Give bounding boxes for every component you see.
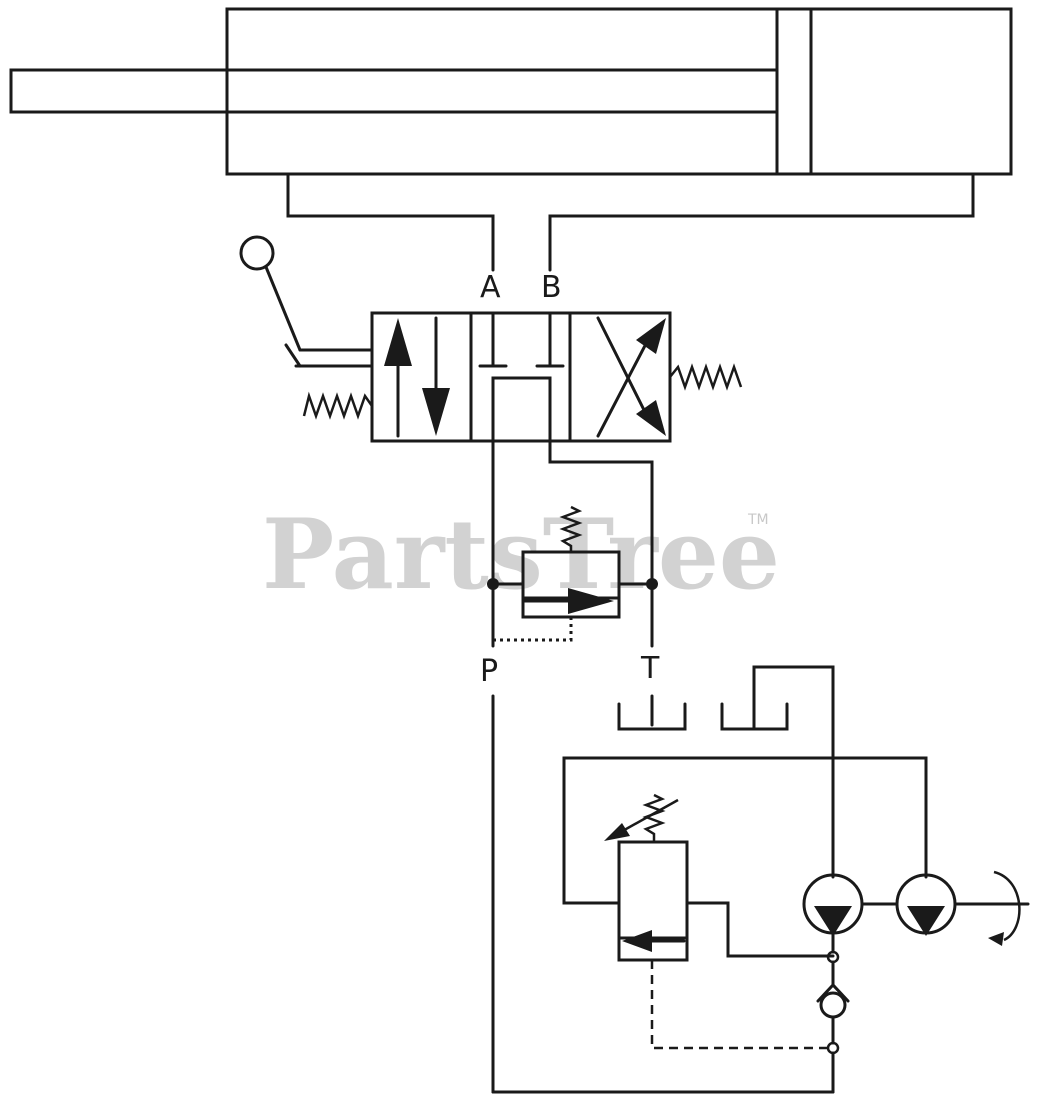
left-spring-icon <box>302 391 374 420</box>
hydraulic-cylinder <box>9 7 1013 176</box>
watermark: PartsTree TM <box>262 498 780 611</box>
pump-suction-line <box>752 665 835 879</box>
line-t-upper <box>548 439 654 648</box>
adjustable-spring-icon <box>642 793 666 842</box>
check-valve-ball-icon <box>819 991 847 1019</box>
cylinder-rod <box>9 68 779 114</box>
relief-pilot-line <box>493 617 573 642</box>
return-loop-line <box>562 756 928 905</box>
watermark-brand: PartsTree <box>262 498 780 611</box>
relief-flow-arrow-icon <box>568 588 614 614</box>
cylinder-lines <box>286 172 975 272</box>
pump-2-arrow-icon <box>907 906 945 936</box>
junction-t <box>646 578 658 590</box>
lever-knob-icon <box>239 235 275 271</box>
port-t-label: T <box>640 651 660 686</box>
port-p-label: P <box>480 654 498 689</box>
main-relief-pilot-line <box>650 960 828 1050</box>
crossover-relief-valve <box>487 505 658 642</box>
right-spring-icon <box>669 363 743 391</box>
check-valve-seat <box>816 982 850 1003</box>
up-arrow-icon <box>384 318 412 366</box>
directional-control-valve <box>370 311 672 443</box>
cross-arrow-up-icon <box>636 318 666 354</box>
line-b <box>548 172 975 272</box>
line-a <box>286 172 495 272</box>
port-b-label: B <box>541 270 562 305</box>
lever-actuator <box>239 235 374 368</box>
down-arrow-icon <box>422 388 450 436</box>
power-unit <box>491 665 1030 1094</box>
pump-1-arrow-icon <box>814 906 852 936</box>
cylinder-barrel <box>225 7 1013 176</box>
port-a-label: A <box>480 270 501 305</box>
cross-arrow-down-icon <box>636 400 666 436</box>
pressure-tank-lines <box>491 439 654 1094</box>
reservoir-t <box>617 702 687 731</box>
relief-spring-icon <box>559 505 583 552</box>
junction-p <box>487 578 499 590</box>
main-relief-arrow-icon <box>622 930 652 952</box>
watermark-trademark: TM <box>747 512 769 528</box>
rotation-icon <box>993 870 1021 942</box>
adjust-arrow-icon <box>604 823 630 841</box>
